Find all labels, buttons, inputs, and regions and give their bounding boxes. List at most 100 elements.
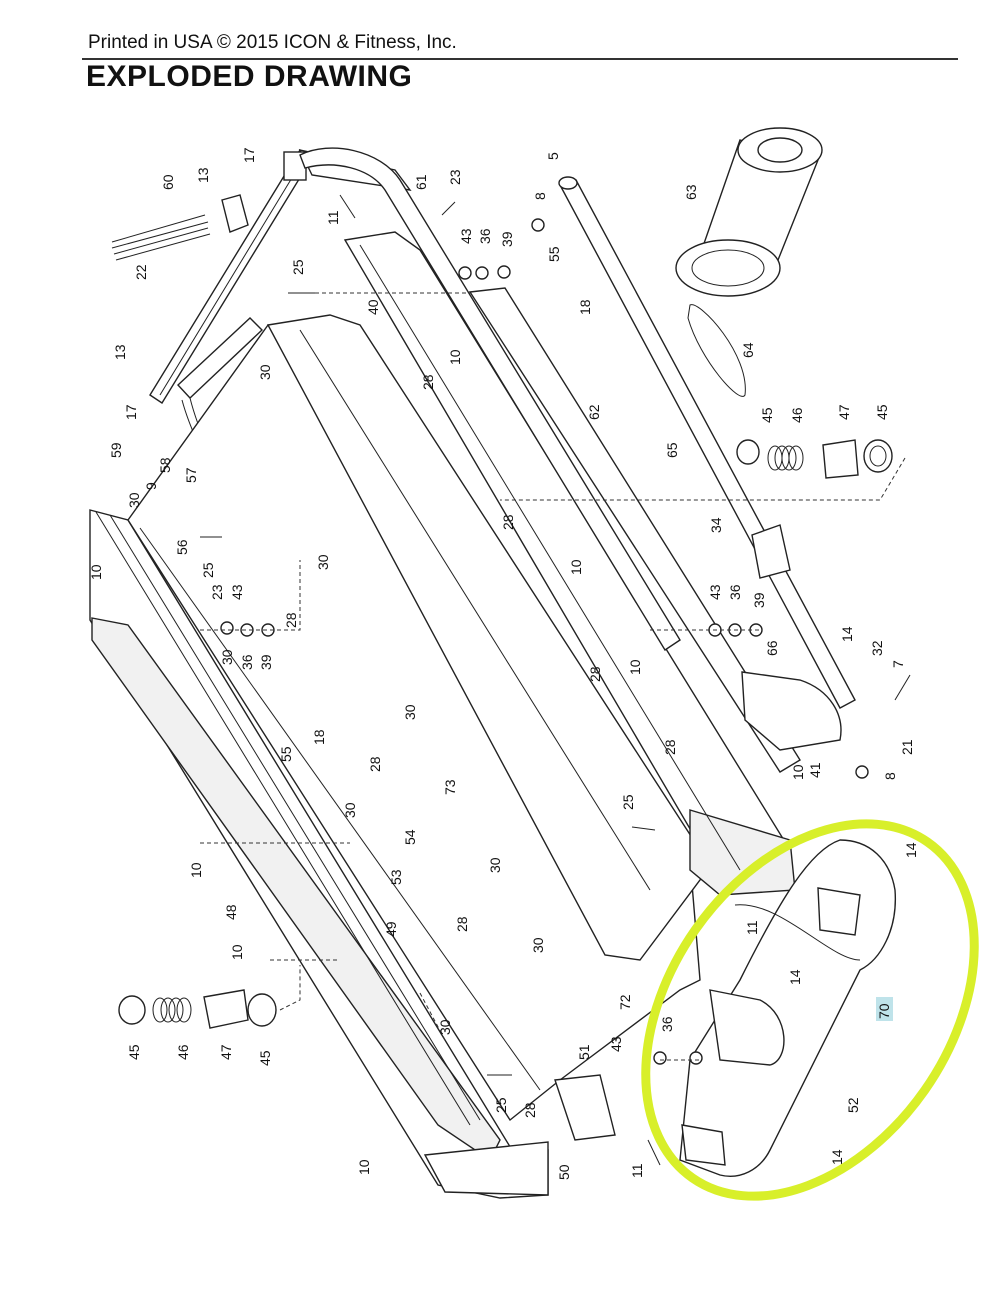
callout-7: 7 (890, 660, 906, 668)
callout-22: 22 (133, 264, 149, 280)
callout-45: 45 (257, 1050, 273, 1066)
callout-43: 43 (608, 1036, 624, 1052)
callout-66: 66 (764, 640, 780, 656)
callout-36: 36 (659, 1016, 675, 1032)
callout-25: 25 (200, 562, 216, 578)
callout-28: 28 (367, 756, 383, 772)
callout-47: 47 (218, 1044, 234, 1060)
callout-54: 54 (402, 829, 418, 845)
callout-46: 46 (789, 407, 805, 423)
right-trim (468, 287, 801, 773)
callout-30: 30 (402, 704, 418, 720)
callout-14: 14 (787, 969, 803, 985)
printed-in-usa-line: Printed in USA © 2015 ICON & Fitness, In… (88, 32, 457, 53)
callout-8: 8 (882, 772, 898, 780)
callout-30: 30 (126, 492, 142, 508)
callout-10: 10 (447, 349, 463, 365)
callout-30: 30 (342, 802, 358, 818)
callout-47: 47 (836, 404, 852, 420)
callout-43: 43 (458, 228, 474, 244)
callout-9: 9 (143, 482, 159, 490)
callout-11: 11 (325, 210, 341, 225)
part-70-label-highlight (876, 997, 893, 1021)
callout-36: 36 (239, 654, 255, 670)
callout-28: 28 (420, 374, 436, 390)
callout-34: 34 (708, 517, 724, 533)
callout-43: 43 (229, 584, 245, 600)
callout-13: 13 (195, 167, 211, 183)
callout-30: 30 (219, 649, 235, 665)
callout-39: 39 (751, 592, 767, 608)
callout-8: 8 (532, 192, 548, 200)
callout-17: 17 (123, 404, 139, 420)
callout-30: 30 (257, 364, 273, 380)
main-frame-rail (343, 231, 796, 896)
callout-55: 55 (546, 246, 562, 262)
callout-21: 21 (899, 739, 915, 755)
callout-57: 57 (183, 467, 199, 483)
callout-50: 50 (556, 1164, 572, 1180)
callout-39: 39 (499, 231, 515, 247)
callout-28: 28 (283, 612, 299, 628)
callout-23: 23 (209, 584, 225, 600)
callout-25: 25 (620, 794, 636, 810)
callout-45: 45 (759, 407, 775, 423)
callout-23: 23 (447, 169, 463, 185)
callout-10: 10 (568, 559, 584, 575)
rear-roller-65 (558, 176, 856, 709)
callout-28: 28 (500, 514, 516, 530)
roller-parts-left (118, 989, 277, 1029)
callout-10: 10 (356, 1159, 372, 1175)
callout-14: 14 (839, 626, 855, 642)
cable-ties (111, 214, 211, 261)
callout-11: 11 (744, 920, 760, 935)
callout-10: 10 (627, 659, 643, 675)
callout-51: 51 (576, 1044, 592, 1060)
rear-foot-51 (554, 1074, 616, 1141)
callout-30: 30 (437, 1019, 453, 1035)
callout-36: 36 (727, 584, 743, 600)
callout-14: 14 (829, 1149, 845, 1165)
callout-10: 10 (88, 564, 104, 580)
callout-64: 64 (740, 342, 756, 358)
callout-65: 65 (664, 442, 680, 458)
callout-48: 48 (223, 904, 239, 920)
callout-30: 30 (487, 857, 503, 873)
callout-43: 43 (707, 584, 723, 600)
callout-18: 18 (577, 299, 593, 315)
callout-45: 45 (874, 404, 890, 420)
right-upright (299, 147, 681, 651)
callout-30: 30 (315, 554, 331, 570)
callout-32: 32 (869, 640, 885, 656)
roller-parts-right (736, 439, 893, 479)
drive-motor-63 (675, 127, 823, 297)
callout-28: 28 (522, 1102, 538, 1118)
callout-63: 63 (683, 184, 699, 200)
highlight-ring (641, 819, 979, 1201)
callout-10: 10 (188, 862, 204, 878)
upright-frame (149, 149, 412, 404)
callout-52: 52 (845, 1097, 861, 1113)
callout-41: 41 (807, 762, 823, 778)
callout-14: 14 (903, 842, 919, 858)
callout-62: 62 (586, 404, 602, 420)
callout-72: 72 (617, 994, 633, 1010)
callout-45: 45 (126, 1044, 142, 1060)
callout-28: 28 (454, 916, 470, 932)
callout-56: 56 (174, 539, 190, 555)
rear-endcap-70 (679, 839, 896, 1177)
callout-36: 36 (477, 228, 493, 244)
callout-5: 5 (545, 152, 561, 160)
callout-40: 40 (365, 299, 381, 315)
callout-46: 46 (175, 1044, 191, 1060)
callout-28: 28 (587, 666, 603, 682)
callout-10: 10 (229, 944, 245, 960)
callout-59: 59 (108, 442, 124, 458)
callout-labels: 5 8 61 23 11 63 60 13 17 43 36 39 55 18 … (88, 147, 919, 1180)
callout-28: 28 (662, 739, 678, 755)
callout-18: 18 (311, 729, 327, 745)
page-title: EXPLODED DRAWING (86, 60, 413, 93)
callout-25: 25 (290, 259, 306, 275)
callout-60: 60 (160, 174, 176, 190)
